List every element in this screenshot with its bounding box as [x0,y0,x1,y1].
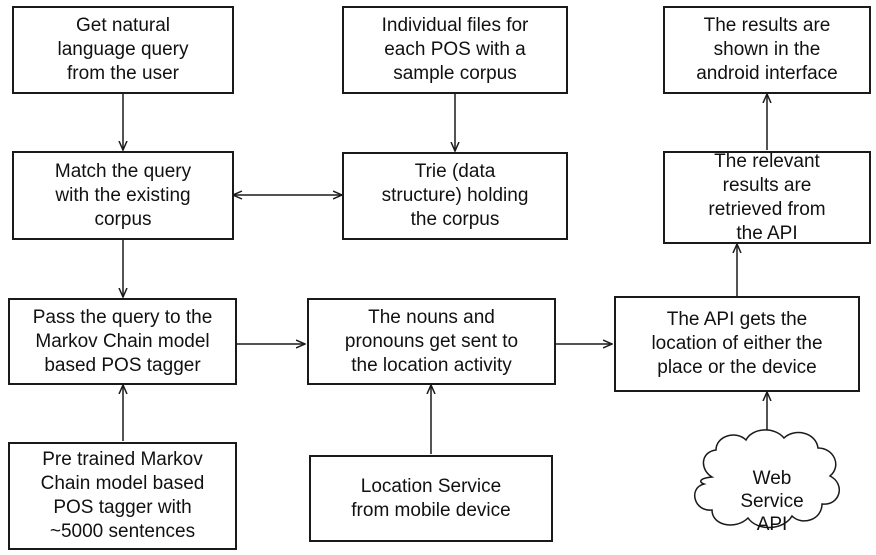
node-pretrained: Pre trained Markov Chain model based POS… [8,442,237,550]
node-get-query: Get natural language query from the user [12,6,234,94]
cloud-shape [694,429,840,529]
node-match-query: Match the query with the existing corpus [12,151,234,240]
node-results-shown: The results are shown in the android int… [663,6,871,94]
node-nouns-pronouns: The nouns and pronouns get sent to the l… [307,298,556,385]
node-individual-files: Individual files for each POS with a sam… [342,6,568,94]
node-api-location: The API gets the location of either the … [614,296,860,392]
node-location-service: Location Service from mobile device [309,455,553,542]
node-relevant-results: The relevant results are retrieved from … [663,151,871,244]
node-trie: Trie (data structure) holding the corpus [342,152,568,240]
node-web-service-api: Web Service API [740,468,804,535]
node-pass-query: Pass the query to the Markov Chain model… [8,298,237,385]
